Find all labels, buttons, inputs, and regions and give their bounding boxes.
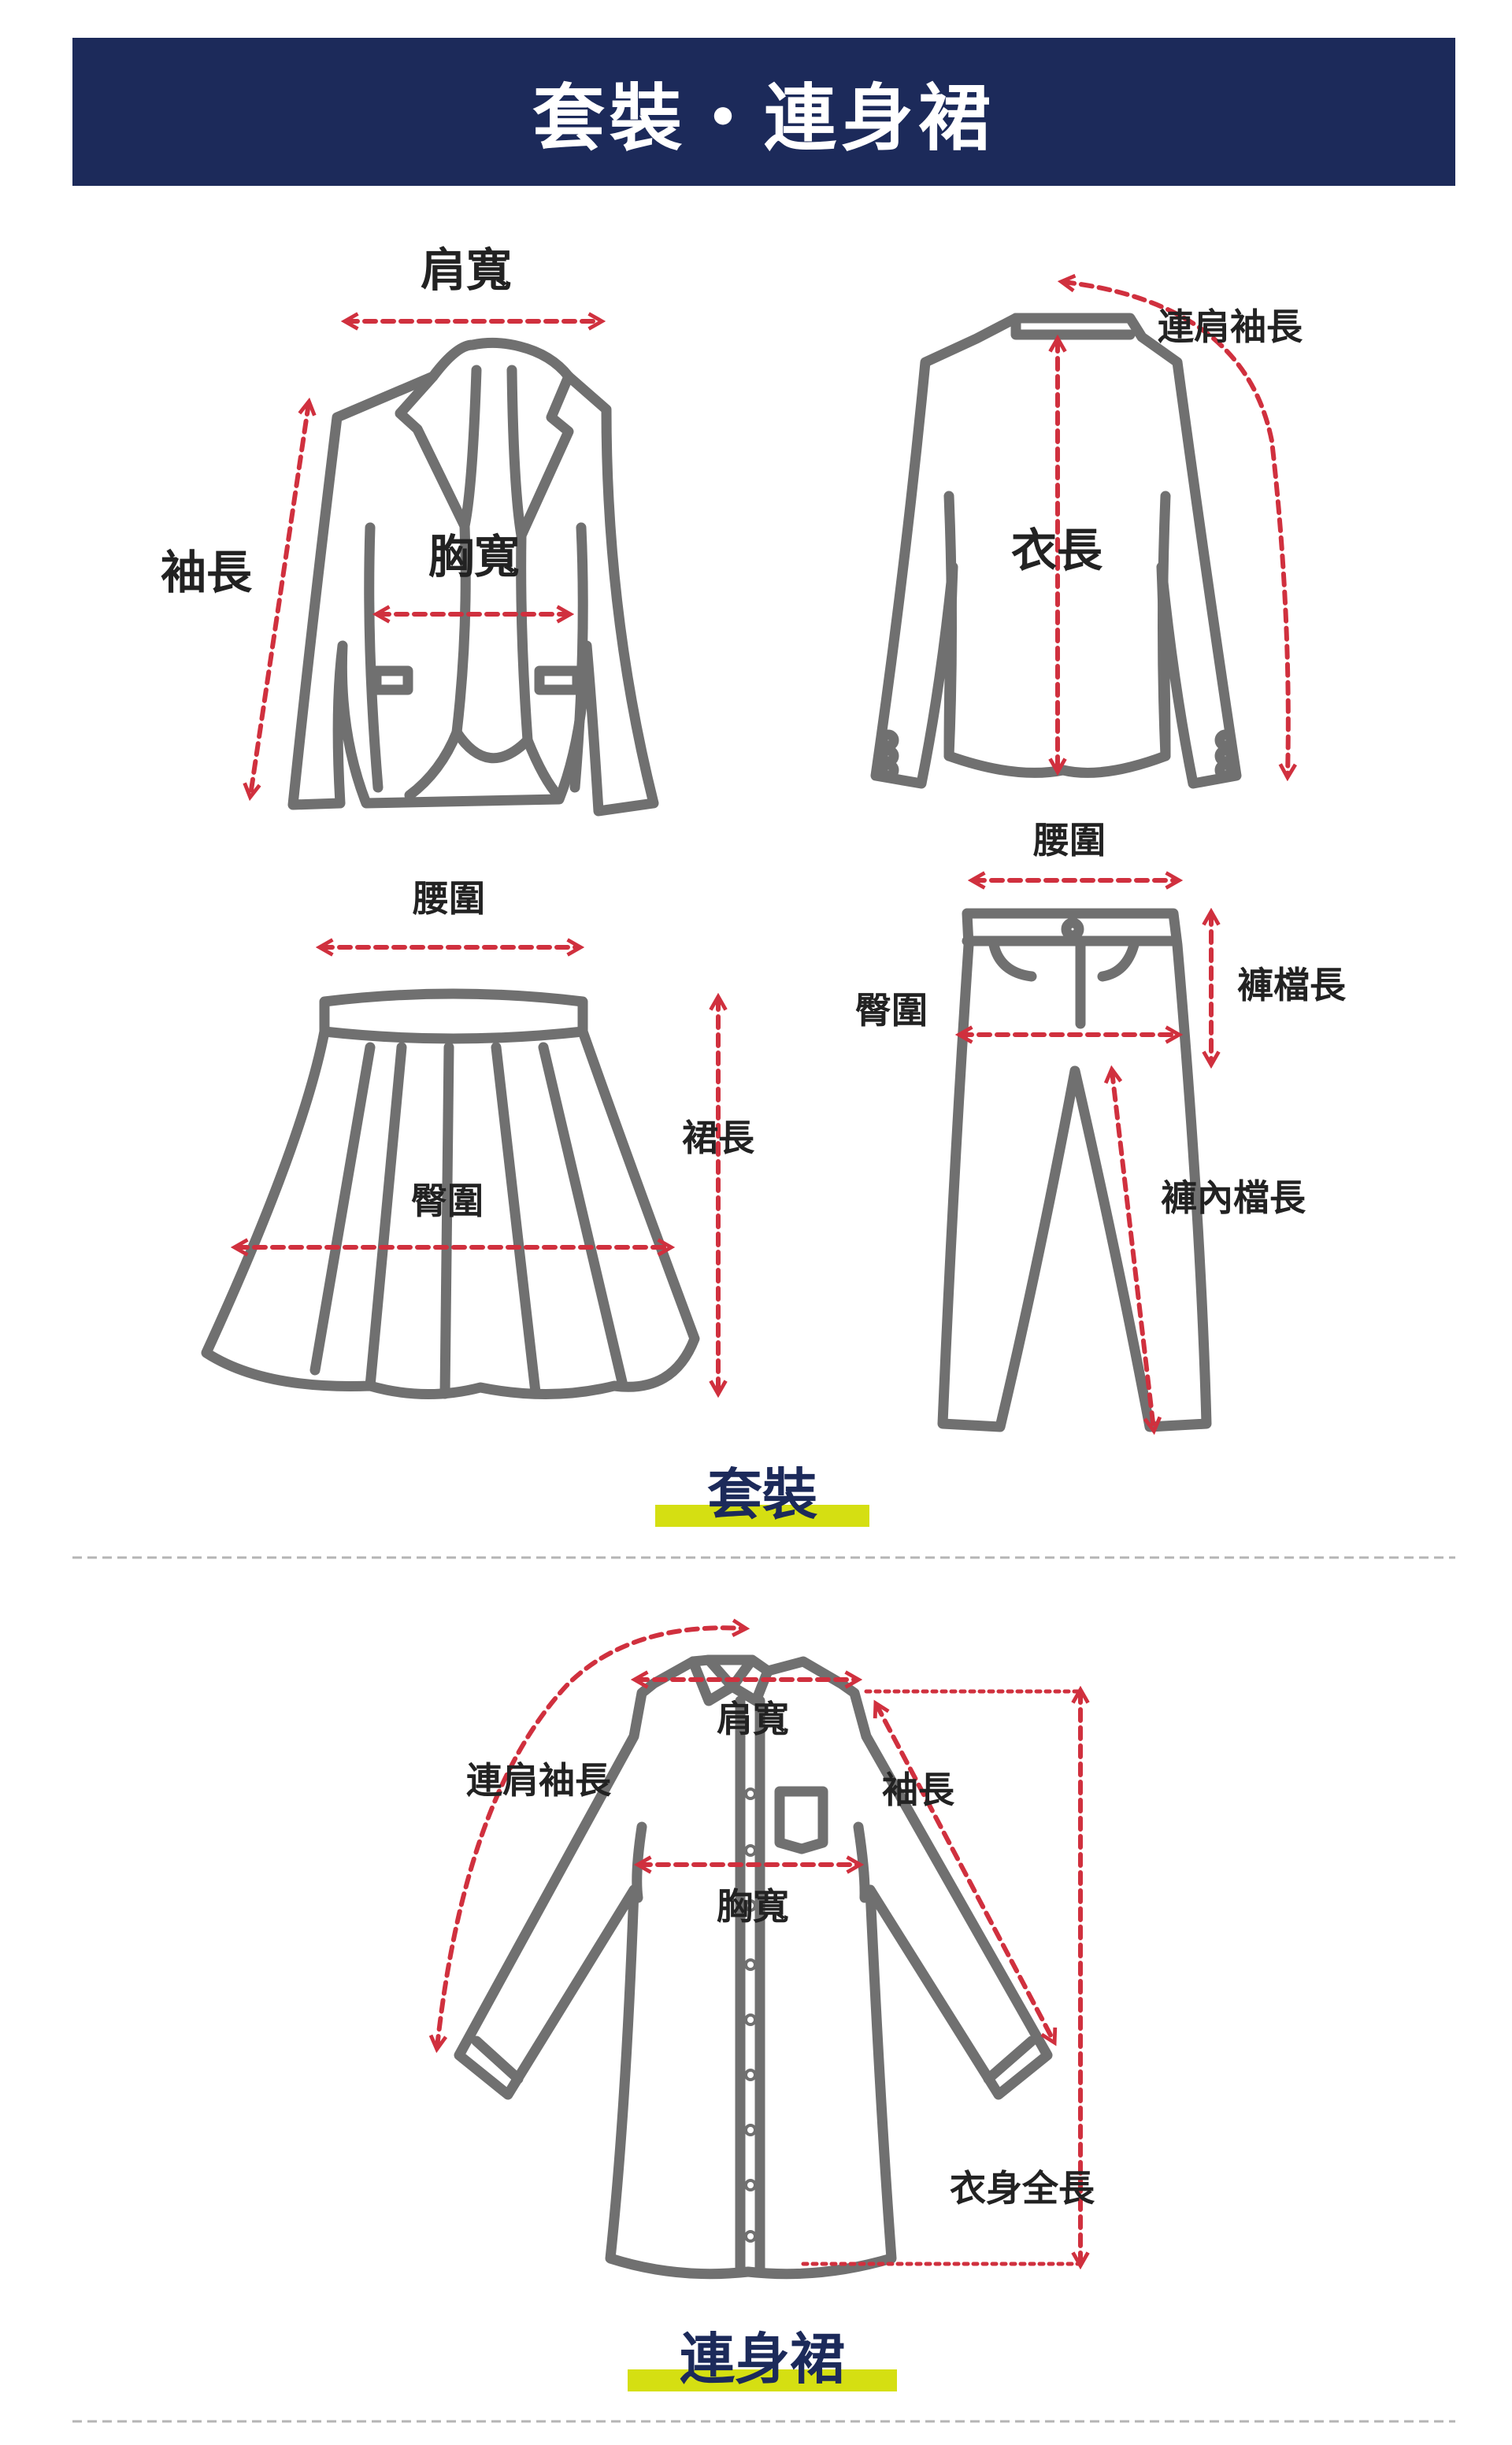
pants-rise-label: 褲檔長 xyxy=(1237,964,1346,1006)
dress-sleeve-label: 袖長 xyxy=(882,1769,954,1811)
jacket-length-label: 衣長 xyxy=(1010,524,1103,577)
pants-hip-label: 臀圍 xyxy=(855,989,928,1032)
skirt-waist-label: 腰圍 xyxy=(413,877,485,920)
measurement-arrows xyxy=(230,273,1298,2270)
pants-waist-label: 腰圍 xyxy=(1033,819,1106,861)
dress-length-guides xyxy=(801,1689,1083,2266)
jacket-front-drawing xyxy=(287,337,659,817)
dress-shoulder-label: 肩寬 xyxy=(717,1698,789,1740)
skirt-drawing xyxy=(201,988,700,1399)
suit-section-title: 套裝 xyxy=(655,1450,869,1530)
suit-section-label: 套裝 xyxy=(707,1462,817,1527)
skirt-hip-label: 臀圍 xyxy=(411,1180,484,1222)
dress-chest-label: 胸寬 xyxy=(717,1885,789,1928)
jacket-chest-label: 胸寬 xyxy=(428,530,521,583)
section-dividers xyxy=(72,1556,1455,2423)
suit-section-underline xyxy=(655,1505,869,1527)
dress-section-label: 連身裙 xyxy=(680,2327,845,2391)
jacket-raglan-label: 連肩袖長 xyxy=(1158,306,1303,348)
jacket-shoulder-label: 肩寬 xyxy=(420,243,513,297)
page-title: 套裝・連身裙 xyxy=(532,76,995,161)
dress-raglan-label: 連肩袖長 xyxy=(466,1759,611,1802)
pants-inseam-label: 褲內檔長 xyxy=(1161,1176,1306,1219)
dress-section-title: 連身裙 xyxy=(628,2315,897,2395)
jacket-sleeve-label: 袖長 xyxy=(160,546,253,599)
page-header: 套裝・連身裙 xyxy=(72,38,1455,186)
dress-section-underline xyxy=(628,2369,897,2391)
dress-length-label: 衣身全長 xyxy=(950,2167,1095,2210)
skirt-length-label: 裙長 xyxy=(682,1117,754,1159)
